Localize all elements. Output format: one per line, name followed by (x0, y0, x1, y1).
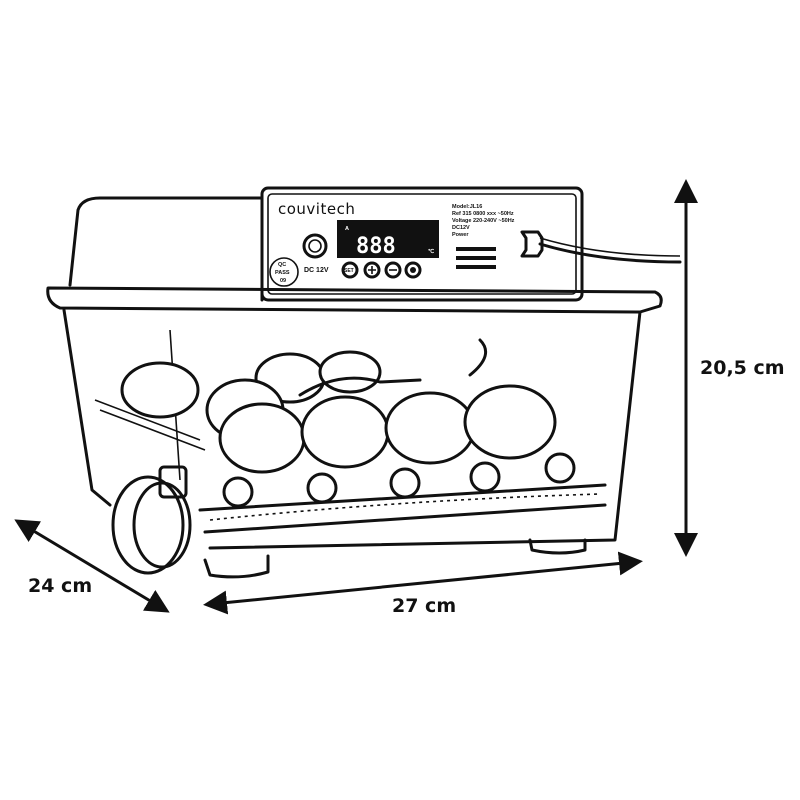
power-knob[interactable] (302, 233, 328, 259)
lid-back (68, 196, 264, 302)
svg-text:Voltage 220-240V ~50Hz: Voltage 220-240V ~50Hz (452, 218, 515, 224)
power-cable (538, 242, 682, 264)
depth-arrow (14, 519, 170, 613)
display-unit: ℃ (428, 248, 435, 255)
qc-text: 09 (280, 278, 286, 284)
tray-rim (46, 286, 663, 314)
eggs (218, 384, 557, 474)
turn-icon (410, 267, 416, 273)
incubator-body (62, 308, 642, 550)
minus-button[interactable] (384, 261, 402, 279)
width-arrow (203, 551, 643, 615)
depth-label: 24 cm (28, 575, 92, 597)
svg-text:DC12V: DC12V (452, 225, 470, 231)
led-display (337, 220, 439, 258)
control-panel (260, 186, 584, 302)
roller-rod (198, 483, 607, 534)
qc-sticker (269, 257, 299, 287)
turning-knob[interactable] (111, 475, 185, 575)
set-button[interactable] (341, 261, 359, 279)
display-value: 888 (356, 234, 396, 259)
height-label: 20,5 cm (700, 357, 785, 379)
foot (203, 554, 270, 579)
brand-logo: couvitech (278, 200, 355, 218)
qc-text: PASS (275, 270, 290, 276)
temperature-probe (298, 338, 488, 397)
vent-slots (456, 247, 496, 269)
power-socket (520, 230, 544, 258)
svg-text:Power: Power (452, 232, 469, 238)
plus-button[interactable] (363, 261, 381, 279)
dc-label: DC 12V (304, 267, 329, 274)
width-label: 27 cm (392, 595, 456, 617)
spec-label: Model:JL16 Ref 315 0800 xxx ~50Hz Voltag… (452, 204, 515, 238)
qc-text: QC (278, 262, 286, 268)
set-label: SET (344, 268, 354, 274)
indicator-a: A (345, 226, 349, 232)
svg-text:Ref 315 0800 xxx ~50Hz: Ref 315 0800 xxx ~50Hz (452, 211, 514, 217)
svg-text:Model:JL16: Model:JL16 (452, 204, 482, 210)
plus-icon (368, 266, 376, 274)
turn-button[interactable] (404, 261, 422, 279)
